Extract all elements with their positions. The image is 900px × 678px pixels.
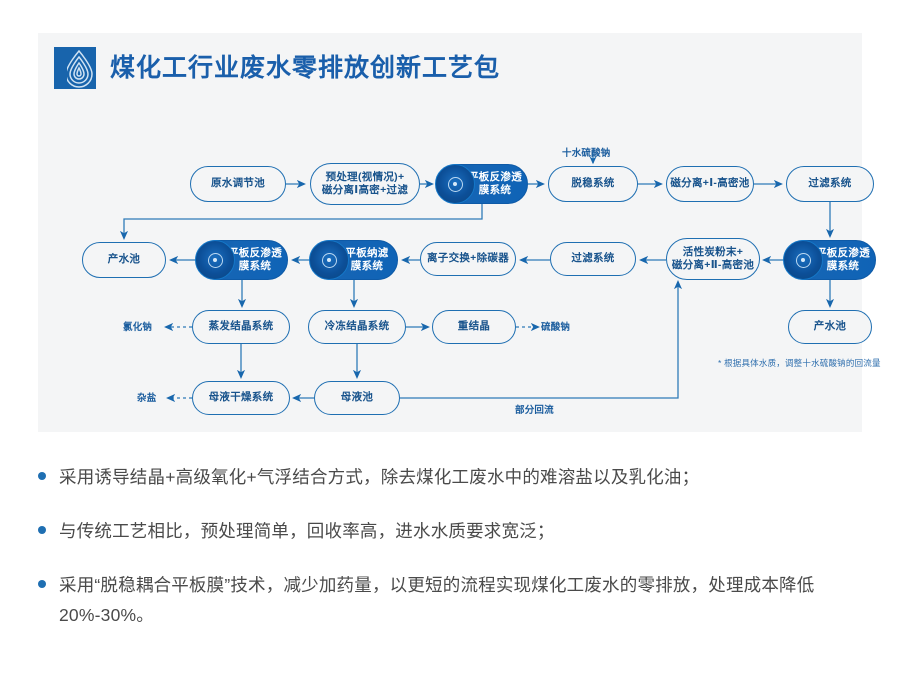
bullet-dot-icon: [38, 472, 46, 480]
flow-node-n19[interactable]: 母液池: [314, 381, 400, 415]
flow-node-n4[interactable]: 脱稳系统: [548, 166, 638, 202]
flow-node-n6[interactable]: 过滤系统: [786, 166, 874, 202]
flow-node-label: 母液池: [340, 391, 374, 404]
bullet-text: 采用“脱稳耦合平板膜”技术，减少加药量，以更短的流程实现煤化工废水的零排放，处理…: [59, 575, 815, 626]
flow-node-n7[interactable]: 产水池: [82, 242, 166, 278]
flow-node-n8[interactable]: 平板反渗透膜系统: [195, 240, 288, 280]
flow-label-l1: 十水硫酸钠: [562, 148, 611, 159]
flow-node-label: 预处理(视情况)+磁分离Ⅰ高密+过滤: [321, 170, 409, 196]
flow-node-label: 离子交换+除碳器: [426, 252, 510, 265]
flow-node-n3[interactable]: 平板反渗透膜系统: [435, 164, 528, 204]
bullet-dot-icon: [38, 526, 46, 535]
flow-node-n15[interactable]: 冷冻结晶系统: [308, 310, 406, 344]
flow-node-label: 活性炭粉末+磁分离+Ⅱ-高密池: [671, 245, 755, 271]
flow-label-l5: 部分回流: [515, 405, 554, 416]
disc-membrane-icon: [435, 164, 475, 204]
flow-node-n5[interactable]: 磁分离+Ⅰ-高密池: [666, 166, 754, 202]
flow-node-n10[interactable]: 离子交换+除碳器: [420, 242, 516, 276]
flow-node-n9[interactable]: 平板纳滤膜系统: [309, 240, 398, 280]
flow-node-n11[interactable]: 过滤系统: [550, 242, 636, 276]
flow-label-l4: 杂盐: [137, 393, 157, 404]
flow-label-l2: 氯化钠: [123, 322, 153, 333]
page-title: 煤化工行业废水零排放创新工艺包: [110, 53, 501, 82]
flow-node-label: 冷冻结晶系统: [324, 320, 390, 333]
disc-membrane-icon: [195, 240, 235, 280]
disc-membrane-icon: [309, 240, 349, 280]
flow-connectors: [119, 151, 835, 403]
flow-node-label: 平板反渗透膜系统: [468, 170, 522, 196]
card-header: 煤化工行业废水零排放创新工艺包: [54, 47, 500, 89]
flow-node-n1[interactable]: 原水调节池: [190, 166, 286, 202]
process-diagram-card: 煤化工行业废水零排放创新工艺包: [38, 33, 880, 432]
flow-node-n16[interactable]: 重结晶: [432, 310, 516, 344]
flow-node-label: 重结晶: [457, 320, 491, 333]
flow-node-label: 脱稳系统: [571, 177, 615, 190]
flow-label-l6: * 根据具体水质，调整十水硫酸钠的回流量: [718, 358, 881, 368]
bullet-dot-icon: [38, 580, 46, 589]
flow-node-label: 产水池: [107, 253, 141, 266]
flow-node-label: 蒸发结晶系统: [208, 320, 274, 333]
feature-bullet-list: 采用诱导结晶+高级氧化+气浮结合方式，除去煤化工废水中的难溶盐以及乳化油； 与传统…: [38, 462, 868, 654]
flow-node-label: 过滤系统: [808, 177, 852, 190]
bullet-text: 与传统工艺相比，预处理简单，回收率高，进水水质要求宽泛；: [59, 521, 555, 542]
flow-node-label: 平板反渗透膜系统: [816, 246, 870, 272]
disc-membrane-icon: [783, 240, 823, 280]
flow-node-n17[interactable]: 产水池: [788, 310, 872, 344]
bullet-item: 与传统工艺相比，预处理简单，回收率高，进水水质要求宽泛；: [38, 516, 868, 546]
flow-node-n18[interactable]: 母液干燥系统: [192, 381, 290, 415]
flow-node-n14[interactable]: 蒸发结晶系统: [192, 310, 290, 344]
flow-node-label: 母液干燥系统: [208, 391, 274, 404]
flow-diagram: 原水调节池预处理(视情况)+磁分离Ⅰ高密+过滤平板反渗透膜系统脱稳系统磁分离+Ⅰ…: [38, 33, 880, 432]
bullet-item: 采用诱导结晶+高级氧化+气浮结合方式，除去煤化工废水中的难溶盐以及乳化油；: [38, 462, 868, 492]
flow-node-label: 平板纳滤膜系统: [345, 246, 389, 272]
flow-node-n12[interactable]: 活性炭粉末+磁分离+Ⅱ-高密池: [666, 238, 760, 280]
flow-node-n13[interactable]: 平板反渗透膜系统: [783, 240, 876, 280]
flow-node-label: 平板反渗透膜系统: [228, 246, 282, 272]
flow-node-n2[interactable]: 预处理(视情况)+磁分离Ⅰ高密+过滤: [310, 163, 420, 205]
bullet-item: 采用“脱稳耦合平板膜”技术，减少加药量，以更短的流程实现煤化工废水的零排放，处理…: [38, 570, 868, 630]
bullet-text: 采用诱导结晶+高级氧化+气浮结合方式，除去煤化工废水中的难溶盐以及乳化油；: [59, 467, 700, 487]
water-drop-rings-logo-icon: [54, 47, 96, 89]
flow-node-label: 产水池: [813, 320, 847, 333]
flow-node-label: 磁分离+Ⅰ-高密池: [670, 177, 750, 190]
flow-node-label: 原水调节池: [211, 177, 265, 190]
flow-label-l3: 硫酸钠: [541, 322, 571, 333]
flow-node-label: 过滤系统: [571, 252, 615, 265]
